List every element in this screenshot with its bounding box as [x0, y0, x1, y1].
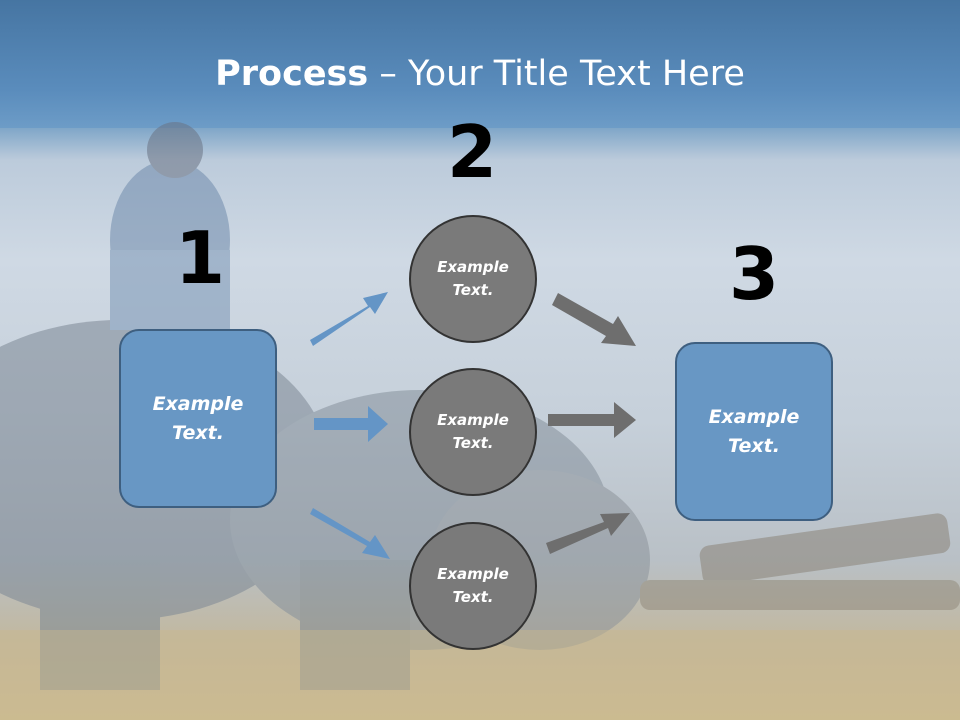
right-box: Example Text.	[675, 342, 833, 521]
circle-bot-text: Example Text.	[437, 565, 509, 606]
arrow-bot-to-right	[546, 513, 630, 554]
arrow-top-to-right	[552, 293, 636, 346]
circle-top-text: Example Text.	[437, 258, 509, 299]
blue-arrows	[310, 292, 390, 559]
circle-top: Example Text.	[409, 215, 537, 343]
arrow-left-to-top	[310, 292, 388, 346]
step-number-2: 2	[446, 110, 498, 194]
left-box: Example Text.	[119, 329, 277, 508]
arrow-left-to-bot	[310, 508, 390, 559]
step-number-1: 1	[174, 216, 226, 300]
arrow-left-to-mid	[314, 406, 388, 442]
title-bold: Process	[215, 54, 369, 94]
title-rest: – Your Title Text Here	[368, 54, 745, 94]
arrow-mid-to-right	[548, 402, 636, 438]
slide-title: Process – Your Title Text Here	[0, 52, 960, 96]
circle-mid: Example Text.	[409, 368, 537, 496]
right-box-text: Example Text.	[708, 405, 800, 457]
left-box-text: Example Text.	[152, 392, 244, 444]
circle-mid-text: Example Text.	[437, 411, 509, 452]
step-number-3: 3	[728, 232, 780, 316]
title-band	[0, 0, 960, 128]
circle-bot: Example Text.	[409, 522, 537, 650]
gray-arrows	[546, 293, 636, 554]
